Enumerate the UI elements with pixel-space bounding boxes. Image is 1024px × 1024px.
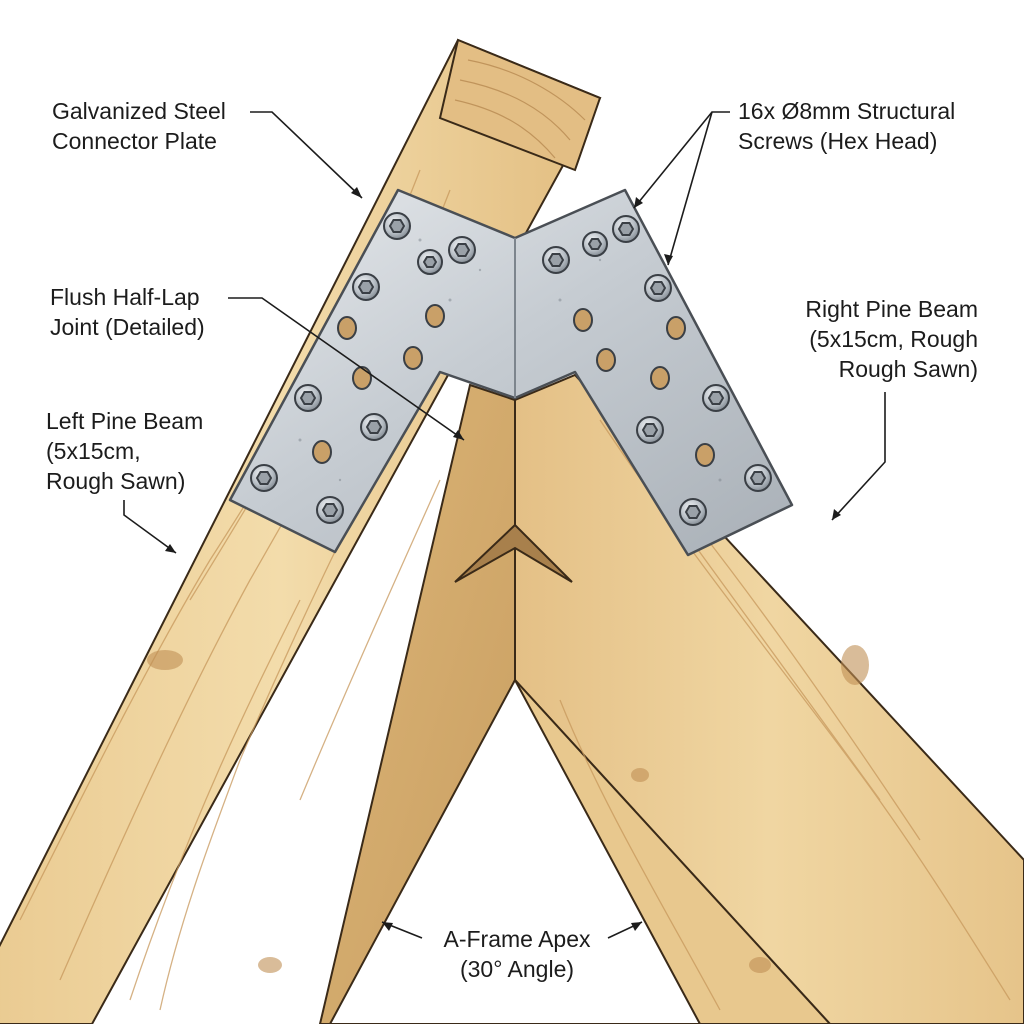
label-screws: 16x Ø8mm Structural Screws (Hex Head) xyxy=(738,96,955,156)
label-apex-line-1: A-Frame Apex xyxy=(443,926,591,952)
label-steel-plate: Galvanized Steel Connector Plate xyxy=(52,96,226,156)
leader-screws-b xyxy=(667,111,713,266)
leader-arrowheads xyxy=(165,187,841,931)
label-joint-line-2: Joint (Detailed) xyxy=(50,314,205,340)
wood-knot-icon xyxy=(147,650,183,670)
pilot-hole-icon xyxy=(312,304,715,467)
leader-right-beam xyxy=(831,392,886,521)
leader-left-beam xyxy=(123,500,177,554)
label-left-beam-line-2: (5x15cm, xyxy=(46,438,141,464)
hex-screw-icon xyxy=(250,212,772,526)
label-left-beam-line-3: Rough Sawn) xyxy=(46,468,186,494)
label-right-beam-line-1: Right Pine Beam xyxy=(805,296,978,322)
label-right-beam: Right Pine Beam (5x15cm, Rough Rough Saw… xyxy=(805,294,978,384)
label-right-beam-line-2: (5x15cm, Rough xyxy=(809,326,978,352)
label-apex: A-Frame Apex (30° Angle) xyxy=(412,924,622,984)
label-screws-line-1: 16x Ø8mm Structural xyxy=(738,98,956,124)
label-steel-plate-line-1: Galvanized Steel xyxy=(52,98,226,124)
label-joint-line-1: Flush Half-Lap xyxy=(50,284,200,310)
label-screws-line-2: Screws (Hex Head) xyxy=(738,128,938,154)
label-apex-line-2: (30° Angle) xyxy=(459,956,575,982)
label-left-beam: Left Pine Beam (5x15cm, Rough Sawn) xyxy=(46,406,203,496)
leader-steel-plate xyxy=(250,111,363,199)
leader-joint xyxy=(228,297,465,441)
wood-knot-icon xyxy=(841,645,869,685)
apex-opening xyxy=(328,677,702,1024)
label-joint: Flush Half-Lap Joint (Detailed) xyxy=(50,282,205,342)
label-right-beam-line-3: Rough Sawn) xyxy=(838,356,978,382)
leader-lines xyxy=(123,111,886,939)
label-steel-plate-line-2: Connector Plate xyxy=(52,128,217,154)
leader-screws-a xyxy=(633,111,730,209)
label-left-beam-line-1: Left Pine Beam xyxy=(46,408,204,434)
